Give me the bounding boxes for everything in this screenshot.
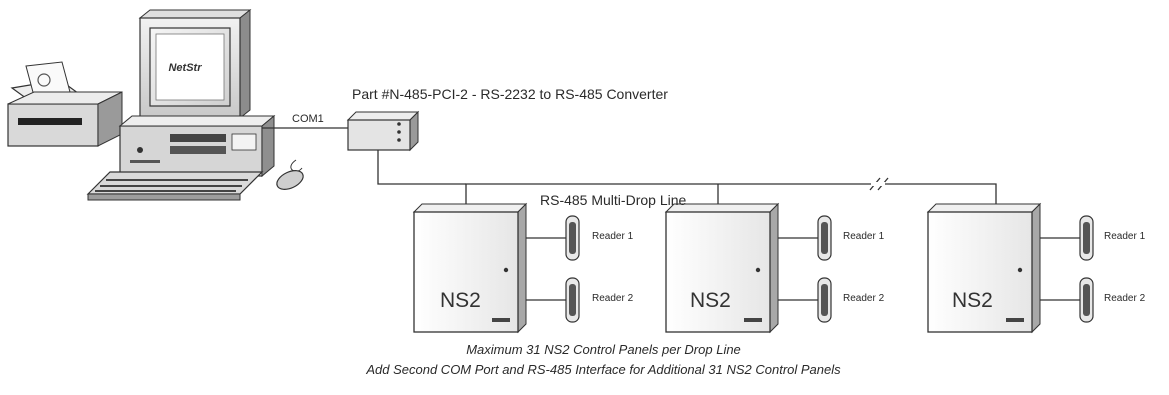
- panel-1-reader-2-slot: [569, 284, 576, 316]
- panel-1-side: [517, 202, 527, 334]
- panels-layer: [412, 202, 1094, 334]
- panel-1-label: NS2: [440, 289, 481, 312]
- panel-1-latch-icon: [503, 267, 509, 273]
- footer-note-1-post: Control Panels per Drop Line: [569, 342, 741, 357]
- panel-1-top: [412, 203, 528, 213]
- panel-3-reader-2-slot: [1083, 284, 1090, 316]
- panel-3-label: NS2: [952, 289, 993, 312]
- footer-note-1-pre: Maximum 31: [466, 342, 545, 357]
- footer-note-1: Maximum 31 NS2 Control Panels per Drop L…: [0, 342, 1169, 357]
- footer-note-2: Add Second COM Port and RS-485 Interface…: [366, 362, 841, 377]
- panel-3-reader-1-label: Reader 1: [1104, 231, 1146, 242]
- com1-label: COM1: [292, 113, 324, 125]
- panel-1-reader-1-label: Reader 1: [592, 231, 634, 242]
- panel-3-enclosure: [927, 211, 1033, 333]
- panel-3-latch-icon: [1017, 267, 1023, 273]
- panel-1-enclosure: [413, 211, 519, 333]
- panel-2-reader-1-label: Reader 1: [843, 231, 885, 242]
- converter-drop-cable: [377, 150, 466, 185]
- converter-box: [346, 110, 420, 152]
- mouse-icon: [276, 159, 304, 190]
- panel-1-logo-badge: [492, 318, 510, 322]
- panel-1-reader-2-label: Reader 2: [592, 293, 634, 304]
- panel-2-side: [769, 202, 779, 334]
- panel-3-logo-badge: [1006, 318, 1024, 322]
- footer-note-1-em: NS2: [544, 342, 570, 357]
- break-gap: [871, 182, 885, 186]
- panel-2-reader-1-slot: [821, 222, 828, 254]
- panel-2-reader-2-label: Reader 2: [843, 293, 885, 304]
- computer-case: [118, 114, 276, 178]
- panel-3-reader-2-label: Reader 2: [1104, 293, 1146, 304]
- printer-icon: [7, 61, 123, 147]
- monitor-logo: NetStr: [168, 62, 202, 74]
- monitor-icon: [138, 8, 252, 127]
- panel-3-side: [1031, 202, 1041, 334]
- panel-2-label: NS2: [690, 289, 731, 312]
- multidrop-bus: [465, 183, 997, 212]
- panel-2-reader-2-slot: [821, 284, 828, 316]
- panel-2-enclosure: [665, 211, 771, 333]
- multidrop-label: RS-485 Multi-Drop Line: [540, 192, 687, 208]
- keyboard-icon: [86, 171, 264, 201]
- panel-1-reader-1-slot: [569, 222, 576, 254]
- panel-2-latch-icon: [755, 267, 761, 273]
- panel-2-logo-badge: [744, 318, 762, 322]
- panel-3-reader-1-slot: [1083, 222, 1090, 254]
- panel-3-top: [926, 203, 1042, 213]
- converter-label: Part #N-485-PCI-2 - RS-2232 to RS-485 Co…: [352, 86, 668, 102]
